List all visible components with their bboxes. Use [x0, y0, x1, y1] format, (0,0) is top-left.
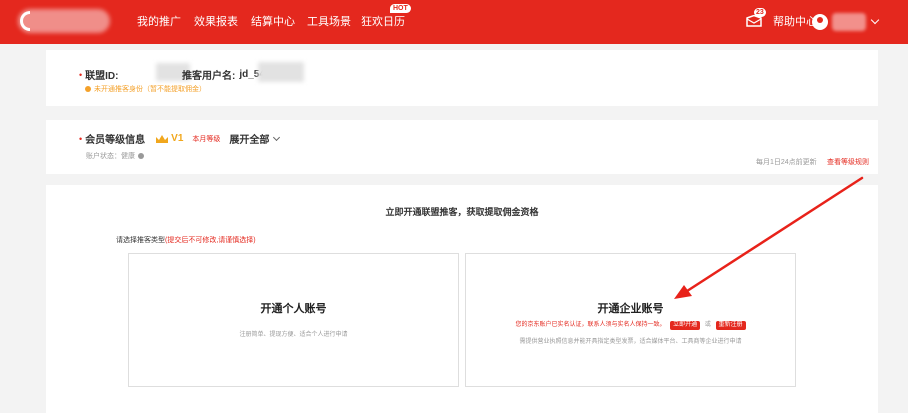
- message-icon[interactable]: [745, 15, 763, 29]
- enterprise-warning: 您的京东账户已实名认证，联系人须与实名人保持一致。: [515, 322, 666, 328]
- nav-tool-scenes[interactable]: 工具场景: [307, 16, 351, 28]
- nav-carnival-calendar[interactable]: 狂欢日历: [361, 16, 405, 28]
- required-dot: •: [79, 133, 83, 144]
- open-account-card: 立即开通联盟推客，获取提取佣金资格 请选择推客类型(提交后不可修改,请谨慎选择)…: [46, 185, 878, 413]
- required-dot: •: [79, 69, 83, 80]
- username-redacted: [832, 13, 866, 31]
- member-level-title: 会员等级信息: [85, 135, 146, 146]
- choose-type-label: 请选择推客类型: [116, 237, 165, 244]
- open-now-button[interactable]: 立即开通: [670, 321, 701, 330]
- rules-link[interactable]: 查看等级规则: [827, 159, 869, 166]
- level-period: 本月等级: [192, 135, 221, 143]
- union-id-label: 联盟ID:: [85, 71, 119, 82]
- username-value: jd_54: [239, 69, 265, 80]
- re-register-button[interactable]: 重新注册: [715, 321, 746, 330]
- open-account-title: 立即开通联盟推客，获取提取佣金资格: [385, 207, 539, 217]
- no-promoter-warning: 未开通推客身份（暂不能提取佣金）: [94, 86, 206, 93]
- enterprise-account-desc: 需提供营业执照信息并能开具指定类型发票，适合媒体平台、工具商等企业进行申请: [519, 339, 742, 345]
- personal-account-desc: 注册简单、提现方便、适合个人进行申请: [239, 332, 348, 338]
- crown-icon: [156, 134, 169, 143]
- nav-settlement-center[interactable]: 结算中心: [251, 16, 295, 28]
- personal-account-option[interactable]: 开通个人账号 注册简单、提现方便、适合个人进行申请: [128, 253, 459, 387]
- username-label: 推客用户名:: [182, 71, 236, 82]
- logo-redacted: [18, 9, 110, 33]
- union-id-redacted: [156, 63, 190, 81]
- expand-all-button[interactable]: 展开全部: [229, 135, 270, 146]
- message-count-badge: 23: [754, 8, 766, 17]
- enterprise-account-title: 开通企业账号: [597, 303, 664, 315]
- or-text: 或: [704, 322, 711, 328]
- account-status: 账户状态：健康: [86, 153, 135, 160]
- enterprise-account-option[interactable]: 开通企业账号 您的京东账户已实名认证，联系人须与实名人保持一致。 立即开通 或 …: [465, 253, 796, 387]
- top-nav-bar: 我的推广 效果报表 结算中心 工具场景 狂欢日历 HOT 23 帮助中心: [0, 0, 908, 44]
- info-icon[interactable]: [138, 153, 144, 159]
- warning-dot-icon: [85, 86, 91, 92]
- hot-badge: HOT: [390, 4, 411, 13]
- member-level-card: • 会员等级信息 V1 本月等级 展开全部 账户状态：健康 每月1日24点前更新…: [46, 120, 878, 174]
- personal-account-title: 开通个人账号: [260, 303, 327, 315]
- jd-logo-icon[interactable]: [20, 11, 30, 31]
- username-redacted-tail: [258, 62, 304, 82]
- nav-effect-report[interactable]: 效果报表: [194, 16, 238, 28]
- update-note: 每月1日24点前更新: [756, 159, 817, 166]
- choose-type-warning: (提交后不可修改,请谨慎选择): [165, 237, 256, 244]
- account-info-card: • 联盟ID: 推客用户名: jd_54 未开通推客身份（暂不能提取佣金）: [46, 50, 878, 106]
- help-center-link[interactable]: 帮助中心: [773, 16, 817, 28]
- nav-my-promotion[interactable]: 我的推广: [137, 16, 181, 28]
- avatar[interactable]: [812, 14, 828, 30]
- level-value: V1: [171, 133, 184, 144]
